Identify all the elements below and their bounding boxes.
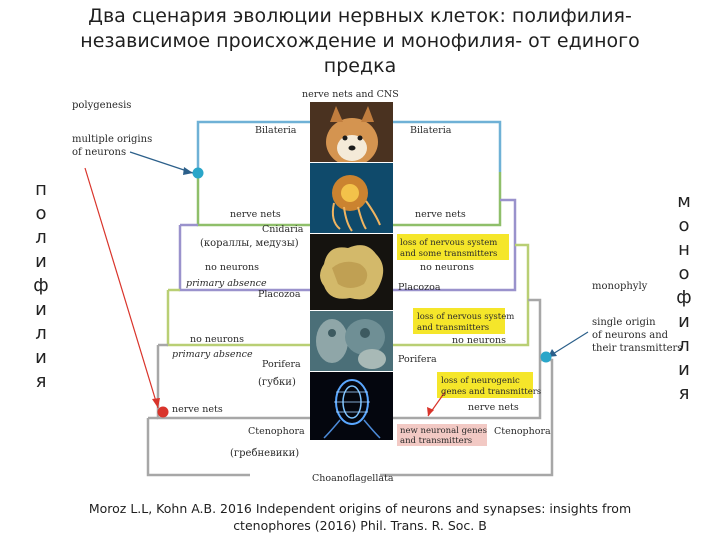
callout-loss-placozoa-2: and transmitters bbox=[417, 323, 489, 333]
placozoa-right-label: Placozoa bbox=[398, 282, 441, 293]
ctenophora-right-label: Ctenophora bbox=[494, 426, 551, 437]
comb-jellies-note: (гребневики) bbox=[230, 448, 299, 459]
single-origin-label-2: of neurons and bbox=[592, 330, 669, 341]
porifera-right-label: Porifera bbox=[398, 354, 437, 365]
reference-line-1: Moroz L.L, Kohn A.B. 2016 Independent or… bbox=[88, 501, 632, 516]
single-origin-label-1: single origin bbox=[592, 317, 656, 328]
node-neurons-origin-bilateria bbox=[192, 167, 204, 179]
callout-loss-placozoa bbox=[413, 308, 505, 334]
right-cnidaria-branch bbox=[393, 172, 502, 227]
right-bilateria-branch bbox=[393, 120, 502, 172]
callout-new-genes bbox=[397, 424, 487, 446]
left-bilateria-branch bbox=[196, 120, 310, 172]
no-neurons-porifera-left: no neurons bbox=[190, 334, 244, 345]
callout-loss-cnidaria-1: loss of nervous system bbox=[400, 238, 497, 248]
sponge-photo bbox=[310, 311, 393, 371]
choanoflagellata-label: Choanoflagellata bbox=[312, 473, 394, 484]
nerve-nets-and-cns-label: nerve nets and CNS bbox=[302, 89, 399, 100]
nerve-nets-cteno-left: nerve nets bbox=[172, 404, 223, 415]
dog-photo bbox=[310, 102, 393, 162]
callout-loss-cnidaria-2: and some transmitters bbox=[400, 249, 497, 259]
reference-citation: Moroz L.L, Kohn A.B. 2016 Independent or… bbox=[60, 500, 660, 534]
node-single-origin bbox=[540, 351, 552, 363]
callout-new-genes-1: new neuronal genes bbox=[400, 426, 487, 436]
arrow-polygenesis bbox=[84, 167, 159, 409]
no-neurons-placozoa-right: no neurons bbox=[420, 262, 474, 273]
title-line-2: независимое происхождение и монофилия- о… bbox=[80, 30, 640, 52]
primary-absence-1: primary absence bbox=[186, 278, 267, 289]
reference-line-2: ctenophores (2016) Phil. Trans. R. Soc. … bbox=[233, 518, 487, 533]
page-title: Два сценария эволюции нервных клеток: по… bbox=[0, 4, 720, 79]
node-neurons-origin-ctenophora bbox=[157, 406, 169, 418]
polygenesis-label: polygenesis bbox=[72, 100, 131, 111]
bilateria-left-label: Bilateria bbox=[255, 125, 297, 136]
bilateria-right-label: Bilateria bbox=[410, 125, 452, 136]
no-neurons-porifera-right: no neurons bbox=[452, 335, 506, 346]
title-line-1: Два сценария эволюции нервных клеток: по… bbox=[88, 5, 632, 27]
ctenophora-left-label: Ctenophora bbox=[248, 426, 305, 437]
right-porifera-branch bbox=[393, 243, 530, 347]
no-neurons-placozoa-left: no neurons bbox=[205, 262, 259, 273]
callout-loss-neurogenic-1: loss of neurogenic bbox=[441, 376, 520, 386]
placozoa-photo bbox=[310, 234, 393, 310]
cnidaria-label: Cnidaria bbox=[262, 224, 304, 235]
placozoa-left-label: Placozoa bbox=[258, 289, 301, 300]
multiple-origins-label-2: of neurons bbox=[72, 147, 126, 158]
sponges-note: (губки) bbox=[258, 377, 296, 388]
title-line-3: предка bbox=[323, 55, 397, 77]
nerve-nets-cnidaria-left: nerve nets bbox=[230, 209, 281, 220]
porifera-left-label: Porifera bbox=[262, 359, 301, 370]
callout-loss-placozoa-1: loss of nervous system bbox=[417, 312, 514, 322]
callout-loss-neurogenic-2: genes and transmitters bbox=[441, 387, 541, 397]
callout-loss-neurogenic bbox=[437, 372, 533, 398]
callout-new-genes-2: and transmitters bbox=[400, 436, 472, 446]
monophyly-label: monophyly bbox=[592, 281, 648, 292]
single-origin-label-3: their transmitters bbox=[592, 343, 682, 354]
nerve-nets-cteno-right: nerve nets bbox=[468, 402, 519, 413]
nerve-nets-cnidaria-right: nerve nets bbox=[415, 209, 466, 220]
ctenophore-photo bbox=[310, 372, 393, 440]
corals-note: (кораллы, медузы) bbox=[200, 238, 299, 249]
jellyfish-photo bbox=[310, 163, 393, 233]
arrow-multiple-origins bbox=[129, 151, 194, 174]
callout-loss-cnidaria bbox=[397, 234, 509, 260]
multiple-origins-label-1: multiple origins bbox=[72, 134, 152, 145]
primary-absence-2: primary absence bbox=[172, 349, 253, 360]
left-choanoflagellata-branch bbox=[146, 418, 250, 477]
